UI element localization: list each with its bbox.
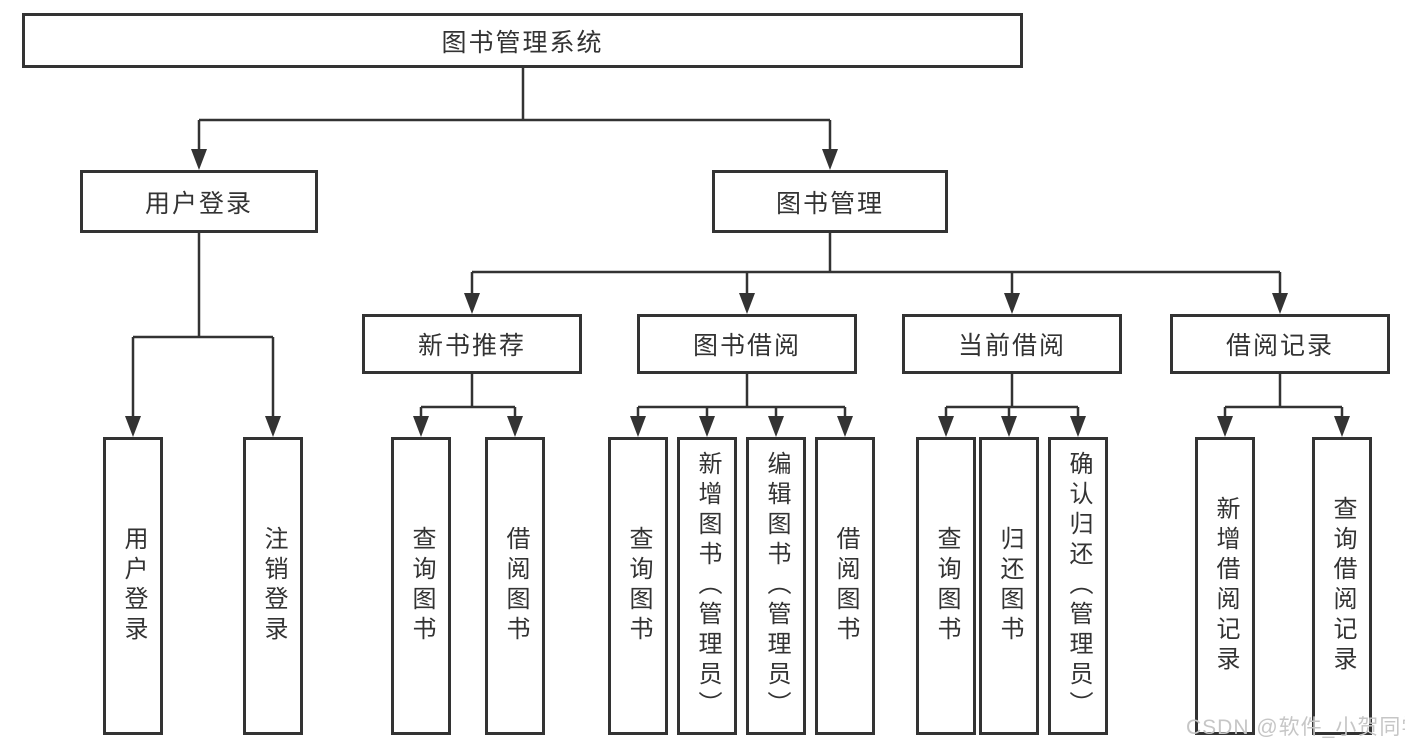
leaf-query-borrow-record: 查询借阅记录 bbox=[1312, 437, 1372, 735]
leaf-user-login: 用户登录 bbox=[103, 437, 163, 735]
node-label: 图书借阅 bbox=[692, 332, 801, 360]
leaf-label: 查询借阅记录 bbox=[1329, 496, 1356, 676]
leaf-label: 查询图书 bbox=[625, 526, 652, 646]
leaf-label: 借阅图书 bbox=[832, 526, 859, 646]
connector-root-to-level1 bbox=[197, 68, 832, 158]
leaf-edit-books-admin: 编辑图书（管理员） bbox=[746, 437, 806, 735]
leaf-label: 借阅图书 bbox=[502, 526, 529, 646]
leaf-label: 归还图书 bbox=[996, 526, 1023, 646]
leaf-label: 新增图书（管理员） bbox=[694, 451, 721, 721]
leaf-borrow-books-recommend: 借阅图书 bbox=[485, 437, 545, 735]
leaf-label: 编辑图书（管理员） bbox=[763, 451, 790, 721]
leaf-return-books: 归还图书 bbox=[979, 437, 1039, 735]
node-label: 用户登录 bbox=[144, 189, 253, 218]
connector-borrow-records-children bbox=[1223, 374, 1344, 426]
connector-new-book-children bbox=[419, 374, 517, 426]
node-label: 新书推荐 bbox=[417, 332, 526, 360]
connector-book-management-children bbox=[470, 233, 1282, 303]
csdn-watermark: CSDN @软件_小贺同学 bbox=[1186, 716, 1405, 739]
leaf-borrow-books: 借阅图书 bbox=[815, 437, 875, 735]
leaf-add-books-admin: 新增图书（管理员） bbox=[677, 437, 737, 735]
node-label: 图书管理 bbox=[775, 189, 884, 218]
node-book-management: 图书管理 bbox=[712, 170, 948, 233]
node-label: 借阅记录 bbox=[1225, 332, 1334, 360]
leaf-add-borrow-record: 新增借阅记录 bbox=[1195, 437, 1255, 735]
leaf-label: 确认归还（管理员） bbox=[1065, 451, 1092, 721]
leaf-label: 查询图书 bbox=[408, 526, 435, 646]
leaf-query-books-current: 查询图书 bbox=[916, 437, 976, 735]
node-root-library-system: 图书管理系统 bbox=[22, 13, 1023, 68]
node-current-borrowing: 当前借阅 bbox=[902, 314, 1122, 374]
node-user-login: 用户登录 bbox=[80, 170, 318, 233]
node-label: 当前借阅 bbox=[957, 332, 1066, 360]
node-borrowing-records: 借阅记录 bbox=[1170, 314, 1390, 374]
node-book-borrowing: 图书借阅 bbox=[637, 314, 857, 374]
node-new-book-recommendation: 新书推荐 bbox=[362, 314, 582, 374]
connector-user-login-children bbox=[131, 233, 275, 426]
leaf-logout: 注销登录 bbox=[243, 437, 303, 735]
node-label: 图书管理系统 bbox=[441, 28, 604, 57]
connector-book-borrow-children bbox=[636, 374, 847, 426]
leaf-label: 用户登录 bbox=[120, 526, 147, 646]
leaf-label: 注销登录 bbox=[260, 526, 287, 646]
leaf-query-books-recommend: 查询图书 bbox=[391, 437, 451, 735]
connector-current-borrow-children bbox=[944, 374, 1080, 426]
leaf-query-books-borrow: 查询图书 bbox=[608, 437, 668, 735]
leaf-label: 新增借阅记录 bbox=[1212, 496, 1239, 676]
leaf-label: 查询图书 bbox=[933, 526, 960, 646]
leaf-confirm-return-admin: 确认归还（管理员） bbox=[1048, 437, 1108, 735]
